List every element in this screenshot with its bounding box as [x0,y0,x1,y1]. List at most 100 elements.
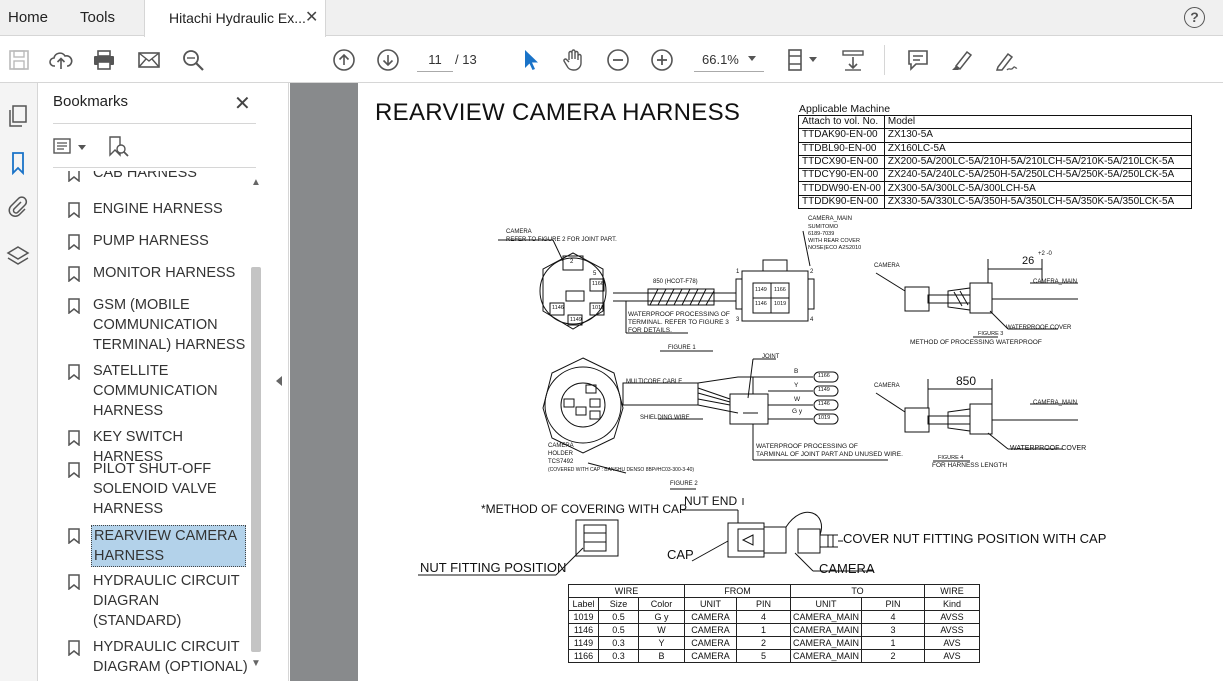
scroll-down-icon[interactable]: ▼ [251,658,261,669]
comment-icon[interactable] [906,48,930,72]
table-cell: CAMERA [684,636,737,650]
table-cell: 1019 [568,610,599,624]
diagram-label: 1149 [818,387,830,393]
tab-document-label: Hitachi Hydraulic Ex... [169,10,306,26]
table-header: UNIT [789,597,863,611]
page-number-input[interactable]: 11 [417,48,453,72]
diagram-label: *METHOD OF COVERING WITH CAP [481,502,688,516]
diagram-label: MULTICORE CABLE [626,379,683,385]
diagram-label: 1149 [755,287,767,293]
bookmark-options-dropdown-icon[interactable] [78,145,86,150]
sign-icon[interactable] [994,48,1018,72]
hand-tool-icon[interactable] [561,48,585,72]
collapse-panel-icon[interactable] [276,376,282,386]
print-icon[interactable] [92,48,116,72]
diagram-label: FIGURE 1 [668,345,696,351]
bookmark-label: REARVIEW CAMERA HARNESS [91,525,246,567]
find-bookmark-icon[interactable] [106,135,130,159]
diagram-label: FOR DETAILS. [628,327,672,334]
page-up-icon[interactable] [332,48,356,72]
table-cell: 0.3 [598,636,639,650]
close-tab-icon[interactable]: ✕ [305,9,319,26]
diagram-label: TERMINAL. REFER TO FIGURE 3 [628,319,729,326]
tab-home[interactable]: Home [8,9,49,26]
diagram-label: 1019 [818,415,831,421]
table-cell: ZX330-5A/330LC-5A/350H-5A/350LCH-5A/350K… [883,194,1192,210]
table-cell: AVSS [924,610,981,624]
diagram-label: JOINT [762,354,780,360]
page-fit-dropdown-icon[interactable] [809,57,817,63]
zoom-out-icon[interactable] [606,48,630,72]
scroll-up-icon[interactable]: ▲ [251,177,261,188]
bookmark-icon [68,202,80,218]
diagram-label: 4 [810,317,814,323]
bookmark-label: CAB HARNESS [93,171,197,181]
table-header: Kind [924,597,981,611]
zoom-in-icon[interactable] [650,48,674,72]
zoom-level-select[interactable]: 66.1% [694,48,764,72]
diagram-label: COVER NUT FITTING POSITION WITH CAP [843,531,1107,546]
highlight-icon[interactable] [950,48,974,72]
bookmarks-panel-icon[interactable] [6,151,30,175]
table-cell: 0.3 [598,649,639,663]
diagram-label: SHIELDING WIRE [640,415,690,421]
diagram-label: 3 [736,317,740,323]
table-header: PIN [861,597,926,611]
bookmarks-title: Bookmarks [53,93,129,110]
page-down-icon[interactable] [376,48,400,72]
help-icon[interactable]: ? [1184,7,1205,28]
email-icon[interactable] [137,48,161,72]
table-cell: CAMERA [684,623,737,637]
diagram-label: 1166 [818,373,830,379]
zoom-search-icon[interactable] [181,48,205,72]
diagram-label: 850 (HCOT-F78) [653,279,698,285]
table-header: WIRE [924,584,981,598]
diagram-label: 1019 [774,301,787,307]
table-cell: Y [638,636,685,650]
scroll-thumb[interactable] [251,267,261,652]
applicable-machine-caption: Applicable Machine [799,103,891,115]
table-cell: 1 [861,636,926,650]
table-cell: 3 [861,623,926,637]
save-icon[interactable] [7,48,31,72]
close-panel-icon[interactable]: ✕ [234,93,251,115]
page-total: / 13 [455,52,477,67]
bookmark-options-icon[interactable] [52,135,76,159]
zoom-dropdown-icon[interactable] [748,56,756,61]
diagram-label: CAMERA [819,561,875,576]
bookmarks-panel: Bookmarks ✕ CAB HARNESS ENGINE HARNESS P… [38,83,289,681]
bookmark-scrollbar[interactable]: ▲ ▼ [249,173,263,678]
table-cell: 2 [736,636,791,650]
bookmark-label: PUMP HARNESS [93,233,209,249]
page-thumbnails-icon[interactable] [6,104,30,128]
table-cell: B [638,649,685,663]
page-fit-icon[interactable] [786,48,810,72]
pdf-page: REARVIEW CAMERA HARNESS Applicable Machi… [358,83,1223,681]
table-header: PIN [736,597,791,611]
table-cell: CAMERA_MAIN [789,623,863,637]
tab-document[interactable]: Hitachi Hydraulic Ex... ✕ [144,0,326,37]
bookmark-label: GSM (MOBILE COMMUNICATION TERMINAL) HARN… [93,297,246,353]
diagram-label: FOR HARNESS LENGTH [932,462,1008,469]
diagram-label: CAMERA_MAIN [1033,279,1078,285]
diagram-label: REFER TO FIGURE 2 FOR JOINT PART. [506,237,617,243]
table-header: WIRE [568,584,685,598]
table-cell: 2 [861,649,926,663]
table-cell: 4 [861,610,926,624]
attachments-icon[interactable] [6,196,30,220]
scroll-mode-icon[interactable] [841,48,865,72]
diagram-label: WATERPROOF COVER [1010,445,1087,452]
upload-icon[interactable] [49,48,73,72]
diagram-label: WATERPROOF PROCESSING OF [628,311,730,318]
diagram-label: (COVERED WITH CAP : BANSHU DENSO 8BP#HC0… [548,467,695,473]
diagram-label: SUMITOMO [808,224,839,230]
diagram-label: CAMERA_MAIN [808,216,853,222]
table-header: UNIT [684,597,737,611]
layers-icon[interactable] [6,244,30,268]
select-arrow-icon[interactable] [518,48,542,72]
tab-tools[interactable]: Tools [80,9,116,26]
diagram-label: CAMERA [548,443,574,449]
